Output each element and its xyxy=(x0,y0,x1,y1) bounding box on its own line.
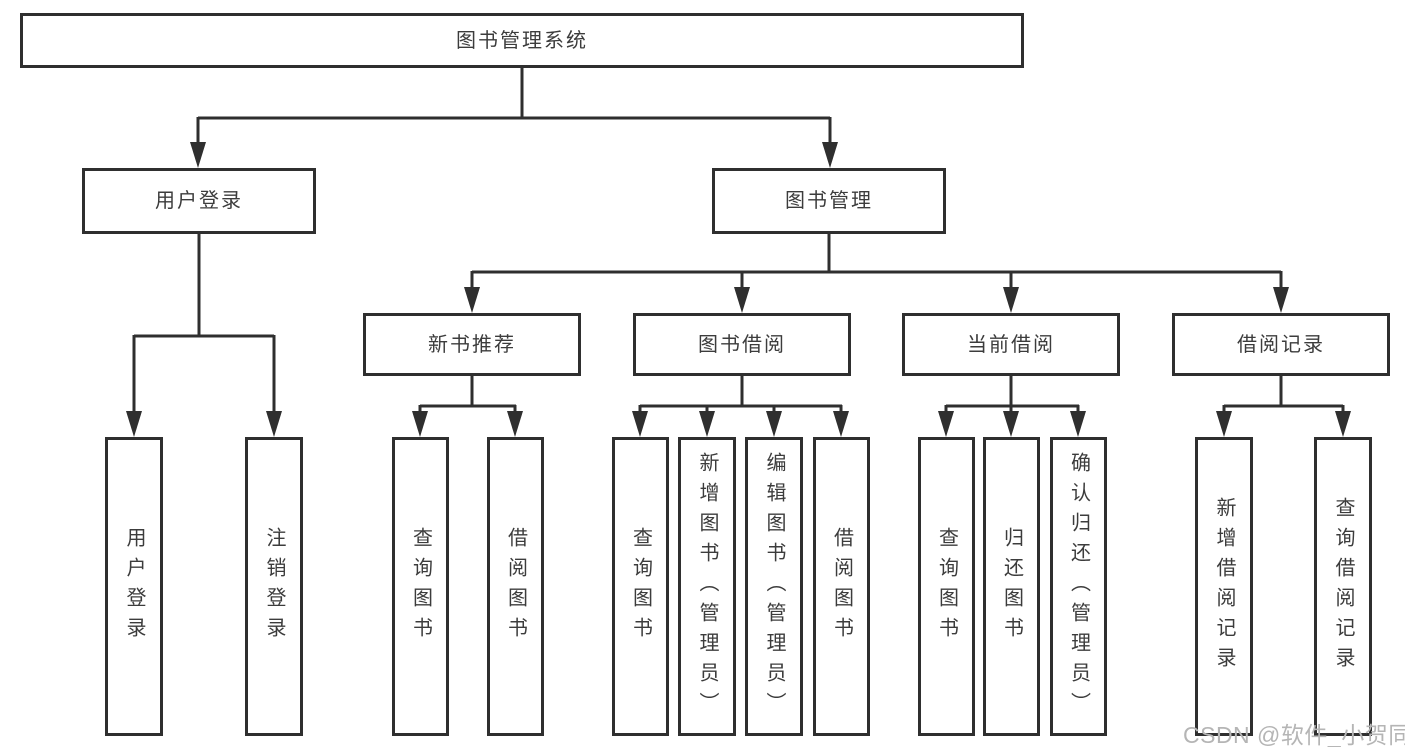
node-label: 图书管理 xyxy=(785,190,873,212)
node-book-borrow: 图书借阅 xyxy=(633,313,851,376)
leaf-confirm-return-admin: 确认归还（管理员） xyxy=(1050,437,1107,736)
leaf-label: 借阅图书 xyxy=(830,526,853,647)
leaf-label: 编辑图书（管理员） xyxy=(763,451,785,722)
node-label: 图书借阅 xyxy=(698,333,786,356)
csdn-watermark: CSDN @软件_小贺同学 xyxy=(1183,722,1405,747)
leaf-return-books: 归还图书 xyxy=(983,437,1040,736)
leaf-label: 确认归还（管理员） xyxy=(1067,451,1090,722)
leaf-label: 新增图书（管理员） xyxy=(696,451,718,722)
node-book-management: 图书管理 xyxy=(712,168,946,234)
leaf-label: 归还图书 xyxy=(1000,526,1023,647)
node-label: 当前借阅 xyxy=(967,333,1055,356)
leaf-logout: 注销登录 xyxy=(245,437,303,736)
node-label: 借阅记录 xyxy=(1237,333,1325,356)
leaf-query-books-recommend: 查询图书 xyxy=(392,437,449,736)
node-borrow-records: 借阅记录 xyxy=(1172,313,1390,376)
node-user-login: 用户登录 xyxy=(82,168,316,234)
leaf-label: 用户登录 xyxy=(123,526,145,647)
leaf-label: 查询图书 xyxy=(409,526,432,647)
node-library-management-system: 图书管理系统 xyxy=(20,13,1024,68)
leaf-query-books-borrow: 查询图书 xyxy=(612,437,669,736)
leaf-query-books-current: 查询图书 xyxy=(918,437,975,736)
leaf-add-borrow-record: 新增借阅记录 xyxy=(1195,437,1253,736)
leaf-user-login: 用户登录 xyxy=(105,437,163,736)
leaf-label: 注销登录 xyxy=(263,526,285,647)
node-label: 新书推荐 xyxy=(428,333,516,356)
leaf-label: 查询图书 xyxy=(629,526,652,647)
leaf-label: 查询借阅记录 xyxy=(1332,496,1354,677)
node-label: 用户登录 xyxy=(155,190,243,212)
leaf-label: 新增借阅记录 xyxy=(1213,496,1235,677)
node-new-book-recommend: 新书推荐 xyxy=(363,313,581,376)
arrowheads xyxy=(126,142,1351,437)
leaf-label: 借阅图书 xyxy=(504,526,527,647)
leaf-edit-books-admin: 编辑图书（管理员） xyxy=(745,437,803,736)
leaf-add-books-admin: 新增图书（管理员） xyxy=(678,437,736,736)
leaf-borrow-books: 借阅图书 xyxy=(813,437,870,736)
node-current-borrow: 当前借阅 xyxy=(902,313,1120,376)
leaf-label: 查询图书 xyxy=(935,526,958,647)
node-label: 图书管理系统 xyxy=(456,29,588,52)
leaf-query-borrow-record: 查询借阅记录 xyxy=(1314,437,1372,736)
leaf-borrow-books-recommend: 借阅图书 xyxy=(487,437,544,736)
